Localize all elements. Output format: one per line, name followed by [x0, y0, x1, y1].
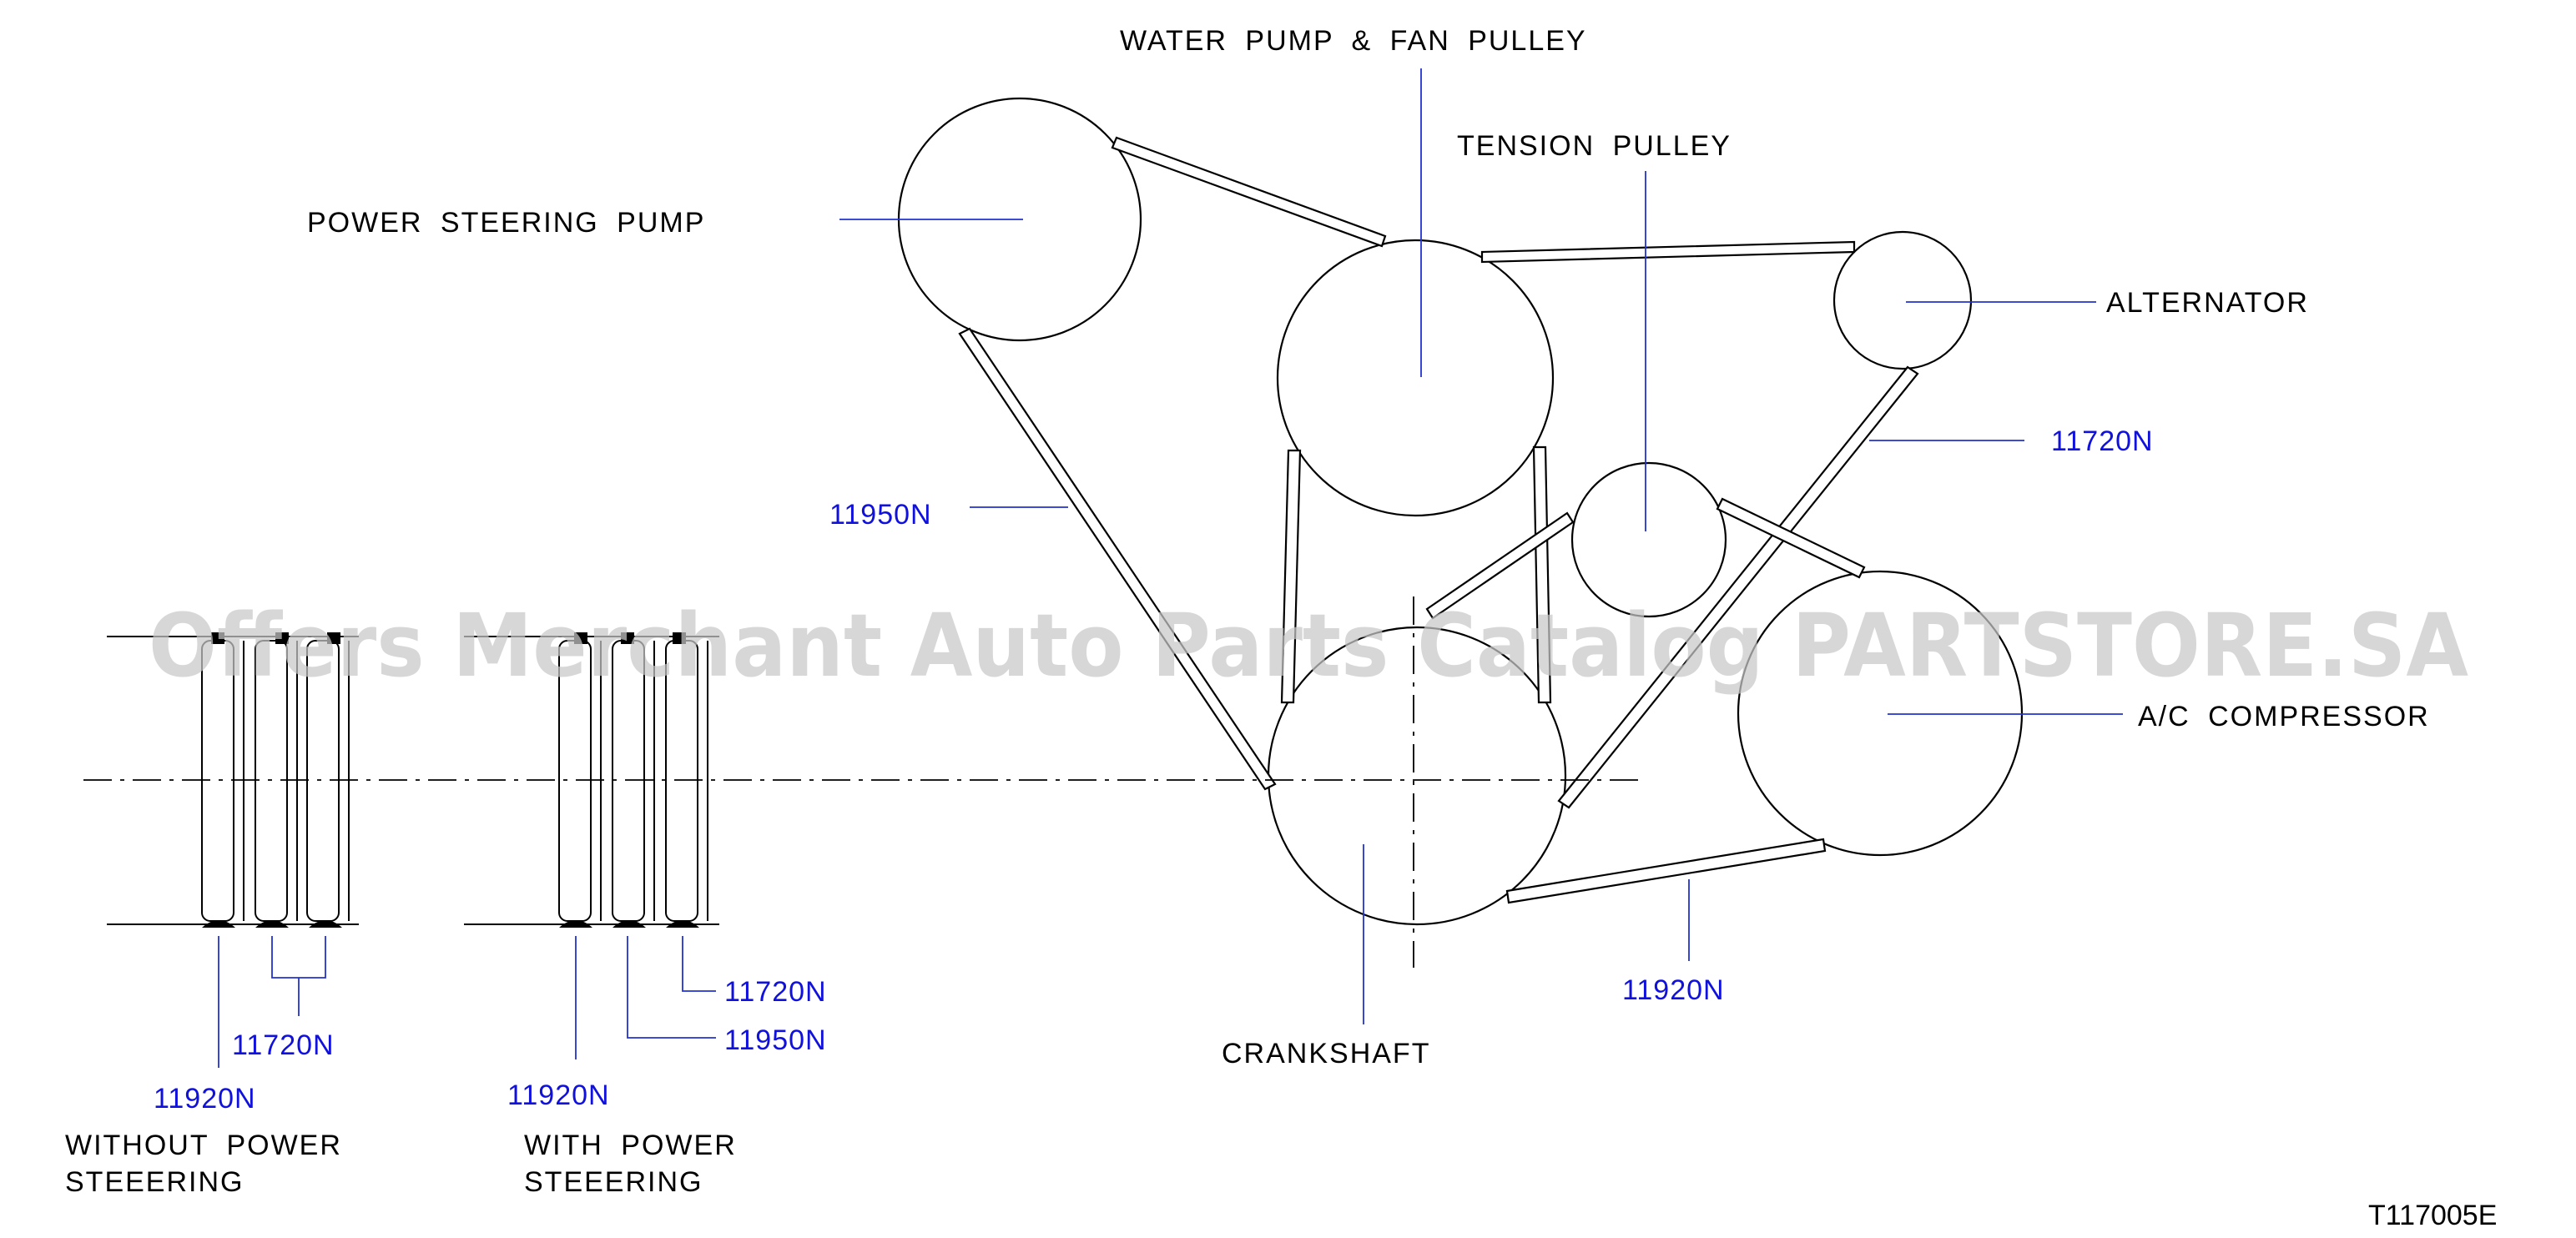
belt-top-mark: [673, 632, 686, 644]
belt-top-mark: [211, 632, 224, 644]
belt-section-1: [559, 920, 592, 928]
label-ac-compressor: A/C COMPRESSOR: [2138, 701, 2430, 732]
water-pump-pulley: [1276, 239, 1555, 517]
part-number-labels: 11950N 11720N 11920N 11920N 11720N 11920…: [154, 425, 2154, 1115]
pn-with-mid: 11950N: [724, 1024, 827, 1056]
leader-with-top: [682, 936, 716, 992]
figure-code: T117005E: [2368, 1200, 2497, 1231]
ac-belt-lower: [1505, 838, 1827, 904]
belt-top-mark: [574, 632, 587, 644]
label-without-ps-2: STEEERING: [65, 1166, 244, 1198]
belt-section-1: [202, 920, 235, 928]
tension-pulley: [1570, 461, 1727, 618]
tension-belt-left: [1425, 511, 1575, 620]
section-without-ps: [107, 632, 359, 928]
watermark: Offers Merchant Auto Parts Catalog PARTS…: [149, 595, 2468, 697]
alt-belt-lower: [1557, 365, 1919, 809]
wp-belt-right: [1532, 445, 1552, 704]
pn-with-top: 11720N: [724, 976, 827, 1008]
label-power-steering-pump: POWER STEERING PUMP: [307, 207, 705, 239]
ps-belt-upper: [1111, 136, 1387, 248]
alternator-pulley: [1832, 230, 1973, 370]
pn-without-pair: 11720N: [232, 1029, 335, 1061]
wp-belt-left: [1280, 449, 1302, 704]
component-labels: WATER PUMP & FAN PULLEY TENSION PULLEY P…: [65, 25, 2430, 1198]
label-with-ps-2: STEEERING: [524, 1166, 703, 1198]
alt-belt-upper: [1480, 240, 1856, 264]
label-alternator: ALTERNATOR: [2106, 287, 2309, 319]
ps-belt-left: [958, 327, 1277, 791]
leader-without-pair: [271, 936, 326, 979]
leader-lines: [218, 68, 2123, 1068]
tension-belt-right: [1716, 497, 1866, 579]
belt-section-3: [309, 920, 342, 928]
belts: [958, 136, 1919, 904]
leader-with-mid: [627, 936, 716, 1039]
label-with-ps-1: WITH POWER: [524, 1130, 737, 1161]
belt-section-2: [255, 920, 289, 928]
belt-top-mark: [275, 632, 289, 644]
pn-ac-belt: 11920N: [1622, 974, 1725, 1006]
pn-with-bottom: 11920N: [507, 1079, 610, 1111]
label-tension-pulley: TENSION PULLEY: [1457, 130, 1732, 162]
belt-top-mark: [327, 632, 340, 644]
pulleys: [897, 97, 2024, 926]
belt-section-2: [612, 920, 646, 928]
section-with-ps: [464, 632, 719, 928]
ac-compressor-pulley: [1737, 570, 2024, 857]
pn-without-bottom: 11920N: [154, 1083, 256, 1115]
label-without-ps-1: WITHOUT POWER: [65, 1130, 342, 1161]
label-crankshaft: CRANKSHAFT: [1222, 1038, 1430, 1069]
belt-section-3: [666, 920, 699, 928]
pn-ps-belt: 11950N: [829, 499, 932, 531]
pn-alt-belt: 11720N: [2051, 425, 2154, 457]
belt-top-mark: [621, 632, 634, 644]
label-water-pump: WATER PUMP & FAN PULLEY: [1120, 25, 1587, 57]
